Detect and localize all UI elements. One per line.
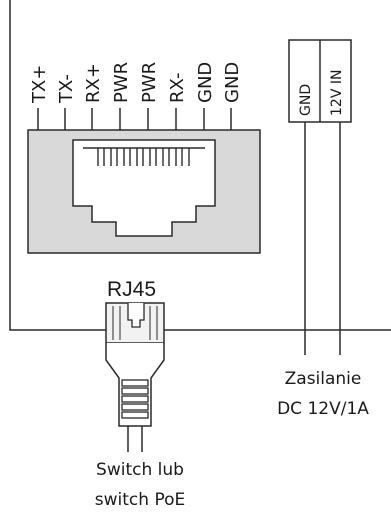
rj45-label: RJ45	[107, 278, 156, 301]
terminal-label-12v: 12V IN	[329, 70, 345, 116]
pin-label-6: RX-	[167, 73, 188, 103]
rj45-plug	[105, 302, 165, 427]
terminal-label-gnd: GND	[298, 84, 314, 116]
pin-label-4: PWR	[111, 62, 132, 103]
power-caption-line1: Zasilanie	[285, 369, 362, 389]
pin-label-8: GND	[222, 62, 243, 103]
pin-label-3: RX+	[83, 63, 104, 103]
pin-label-7: GND	[195, 62, 216, 103]
power-caption-line2: DC 12V/1A	[277, 399, 369, 419]
pin-label-1: TX+	[29, 65, 50, 104]
socket-contacts	[83, 147, 205, 166]
pin-label-2: TX-	[56, 74, 77, 104]
switch-caption-line1: Switch lub	[96, 460, 184, 480]
pin-leads	[37, 108, 232, 130]
rj45-socket-opening	[72, 139, 216, 237]
pin-label-5: PWR	[139, 62, 160, 103]
ethernet-cable	[127, 426, 143, 452]
switch-caption-line2: switch PoE	[95, 490, 185, 510]
device-outline	[9, 0, 391, 331]
pin-labels: TX+ TX- RX+ PWR PWR RX- GND GND	[29, 62, 243, 104]
